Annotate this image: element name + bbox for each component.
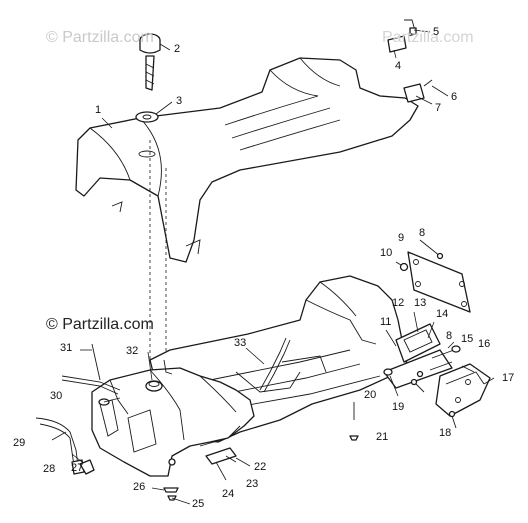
callout-5: 5	[433, 26, 440, 38]
callout-8-upper: 8	[419, 227, 426, 239]
callout-8-lower: 8	[446, 330, 453, 342]
callout-1: 1	[95, 104, 102, 116]
callout-7: 7	[435, 102, 442, 114]
callout-30: 30	[50, 390, 63, 402]
seat	[75, 57, 419, 263]
gasket	[135, 111, 159, 123]
watermark-top: © Partzilla.com	[46, 29, 154, 46]
rear-support	[435, 363, 491, 417]
mount-plate	[407, 251, 471, 313]
callout-10: 10	[380, 247, 393, 259]
watermark-middle: © Partzilla.com	[46, 316, 154, 333]
callout-19: 19	[392, 401, 405, 413]
callout-29: 29	[13, 437, 26, 449]
callout-21: 21	[376, 431, 389, 443]
callout-14: 14	[436, 308, 449, 320]
callout-33: 33	[234, 337, 247, 349]
callout-18: 18	[439, 427, 452, 439]
screws-upper	[395, 239, 444, 272]
callout-15: 15	[461, 333, 474, 345]
bushings	[416, 345, 461, 378]
callout-3: 3	[176, 95, 183, 107]
callout-6: 6	[451, 91, 458, 103]
callout-13: 13	[414, 297, 427, 309]
seat-bracket	[403, 79, 433, 103]
callout-20: 20	[364, 389, 377, 401]
callout-11: 11	[380, 316, 392, 328]
gas-cap	[139, 33, 161, 91]
callout-31: 31	[60, 342, 73, 354]
rear-bracket	[383, 323, 453, 389]
callout-12: 12	[392, 297, 405, 309]
callout-17: 17	[502, 372, 515, 384]
fuel-line	[35, 343, 121, 475]
callout-2: 2	[174, 43, 181, 55]
callout-25: 25	[192, 498, 205, 510]
callout-27: 27	[71, 462, 84, 474]
callout-23: 23	[246, 478, 259, 490]
fuel-tank	[91, 359, 255, 477]
leader-lines	[51, 29, 495, 505]
seat-latch-clip	[387, 19, 417, 53]
callout-9: 9	[398, 232, 405, 244]
watermark-right: Partzilla.com	[382, 29, 474, 46]
breather-tube	[259, 337, 291, 393]
callout-32: 32	[126, 345, 139, 357]
alignment-lines	[149, 140, 167, 360]
fasteners-lower	[349, 368, 457, 441]
callout-28: 28	[43, 463, 56, 475]
callout-22: 22	[254, 461, 267, 473]
callout-24: 24	[222, 488, 235, 500]
callout-4: 4	[395, 60, 402, 72]
callout-26: 26	[133, 481, 146, 493]
callout-16: 16	[478, 338, 491, 350]
tank-fasteners	[163, 458, 179, 501]
